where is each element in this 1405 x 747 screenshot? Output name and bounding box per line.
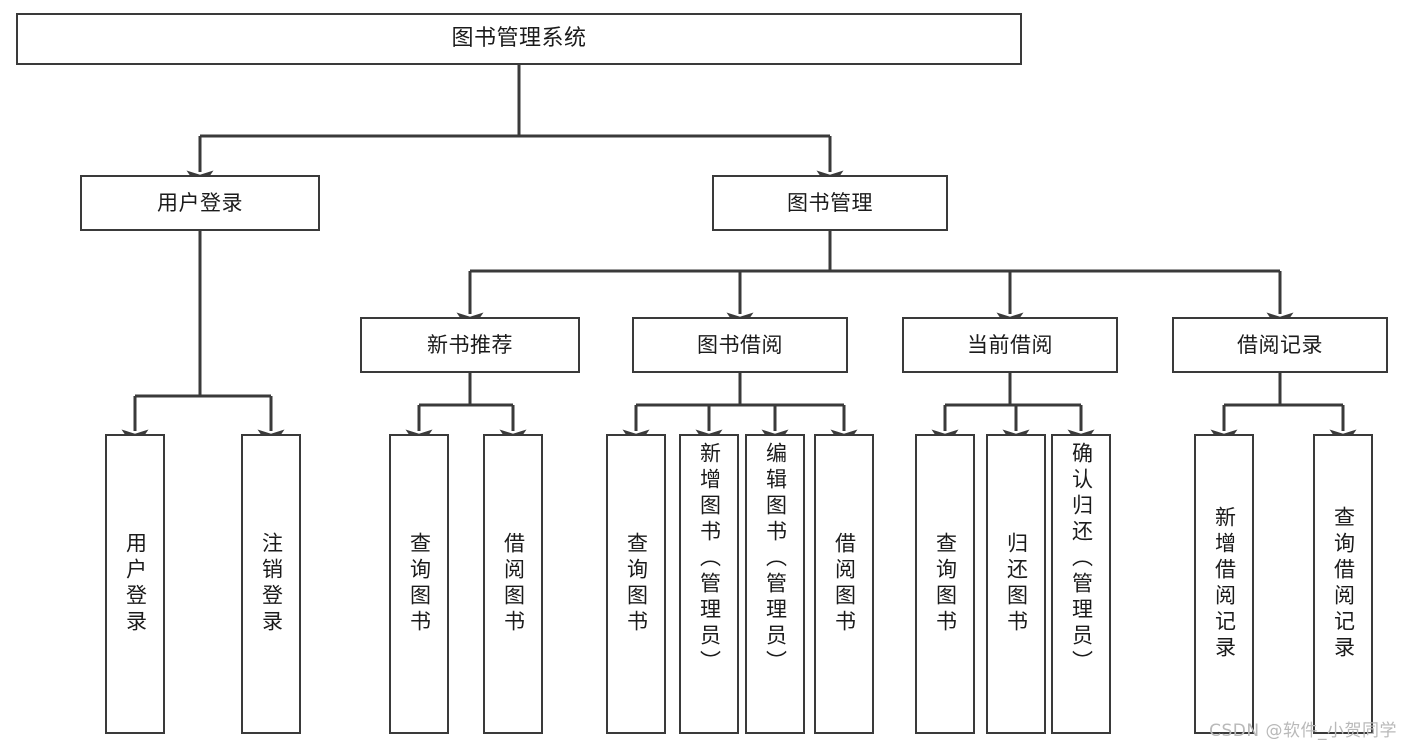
node-label: 新增借阅记录 (1212, 506, 1237, 662)
node-label: 新增图书（管理员） (697, 442, 722, 676)
node-label: 图书借阅 (697, 332, 783, 357)
node-leaf-borrow-add[interactable]: 新增图书（管理员） (679, 434, 739, 734)
node-leaf-borrow-edit[interactable]: 编辑图书（管理员） (745, 434, 805, 734)
node-label: 用户登录 (123, 532, 148, 636)
node-label: 编辑图书（管理员） (763, 442, 788, 676)
node-label: 用户登录 (157, 190, 243, 215)
node-l1-user-login[interactable]: 用户登录 (80, 175, 320, 231)
node-l2-book-borrow[interactable]: 图书借阅 (632, 317, 848, 373)
watermark: CSDN @软件_小贺同学 (1209, 721, 1397, 741)
node-label: 查询图书 (624, 532, 649, 636)
node-leaf-borrow-do[interactable]: 借阅图书 (814, 434, 874, 734)
node-label: 注销登录 (259, 532, 284, 636)
node-leaf-rec-query[interactable]: 查询图书 (389, 434, 449, 734)
node-leaf-rec-add[interactable]: 新增借阅记录 (1194, 434, 1254, 734)
node-leaf-user-logout[interactable]: 注销登录 (241, 434, 301, 734)
node-label: 归还图书 (1004, 532, 1029, 636)
node-l2-current-borrow[interactable]: 当前借阅 (902, 317, 1118, 373)
node-label: 新书推荐 (427, 332, 513, 357)
node-l1-book-mgmt[interactable]: 图书管理 (712, 175, 948, 231)
node-leaf-cur-query[interactable]: 查询图书 (915, 434, 975, 734)
node-label: 借阅图书 (832, 532, 857, 636)
node-l2-borrow-record[interactable]: 借阅记录 (1172, 317, 1388, 373)
node-label: 确认归还（管理员） (1069, 442, 1094, 676)
node-leaf-user-login[interactable]: 用户登录 (105, 434, 165, 734)
node-l2-new-book-rec[interactable]: 新书推荐 (360, 317, 580, 373)
node-label: 借阅图书 (501, 532, 526, 636)
node-leaf-rec-query2[interactable]: 查询借阅记录 (1313, 434, 1373, 734)
node-label: 图书管理系统 (451, 26, 587, 52)
node-label: 图书管理 (787, 190, 873, 215)
node-label: 当前借阅 (967, 332, 1053, 357)
node-leaf-cur-confirm[interactable]: 确认归还（管理员） (1051, 434, 1111, 734)
node-label: 借阅记录 (1237, 332, 1323, 357)
node-root[interactable]: 图书管理系统 (16, 13, 1022, 65)
node-leaf-borrow-query[interactable]: 查询图书 (606, 434, 666, 734)
node-label: 查询图书 (407, 532, 432, 636)
node-leaf-rec-borrow[interactable]: 借阅图书 (483, 434, 543, 734)
node-label: 查询图书 (933, 532, 958, 636)
node-leaf-cur-return[interactable]: 归还图书 (986, 434, 1046, 734)
node-label: 查询借阅记录 (1331, 506, 1356, 662)
